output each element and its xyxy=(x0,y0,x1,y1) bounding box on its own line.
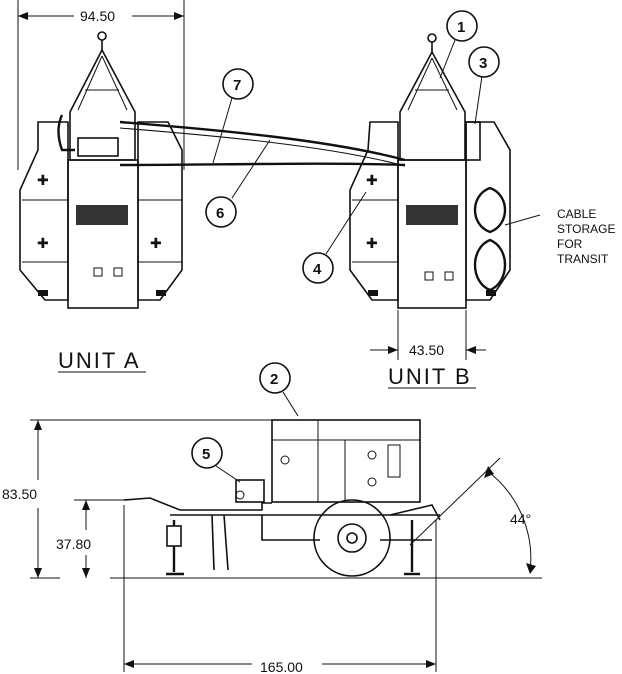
dim-angle: 44° xyxy=(510,511,531,527)
svg-text:✚: ✚ xyxy=(37,172,49,188)
svg-text:✚: ✚ xyxy=(150,235,162,251)
overall-length-dimension: 165.00 xyxy=(123,505,437,674)
dim-overall-height: 83.50 xyxy=(2,486,37,502)
callout-4: 4 xyxy=(302,191,367,284)
left-side-panel xyxy=(19,121,69,301)
svg-text:4: 4 xyxy=(313,261,322,278)
wheel xyxy=(313,499,391,577)
svg-text:2: 2 xyxy=(270,371,278,388)
vent-grill xyxy=(76,205,128,225)
dim-hitch-height: 37.80 xyxy=(56,536,91,552)
unit-b-width-dimension: 43.50 xyxy=(370,310,486,360)
note-line-3: FOR xyxy=(557,237,583,251)
side-view-trailer xyxy=(110,419,542,579)
cable-coil-lower xyxy=(473,238,507,292)
right-side-panel xyxy=(137,121,183,301)
callout-3: 3 xyxy=(468,46,500,125)
control-box xyxy=(77,137,119,157)
callout-2: 2 xyxy=(259,362,299,417)
cable-coil-upper xyxy=(473,186,507,234)
lifting-eye xyxy=(97,31,107,41)
svg-text:✚: ✚ xyxy=(366,172,378,188)
callout-7: 7 xyxy=(212,68,254,164)
unit-labels: UNIT A UNIT B xyxy=(58,348,476,389)
connecting-cables xyxy=(119,120,406,167)
dim-unit-b-width: 43.50 xyxy=(409,342,444,358)
note-line-2: STORAGE xyxy=(557,222,615,236)
note-line-4: TRANSIT xyxy=(557,252,609,266)
fuel-module xyxy=(235,479,265,503)
dim-overall-length: 165.00 xyxy=(260,659,303,674)
unit-b-front-view: ✚ ✚ xyxy=(349,33,511,309)
callout-6: 6 xyxy=(205,139,271,228)
svg-text:✚: ✚ xyxy=(366,235,378,251)
label-unit-a: UNIT A xyxy=(58,348,141,373)
unit-a-front-view: ✚ ✚ ✚ xyxy=(19,31,183,309)
svg-text:5: 5 xyxy=(202,446,210,463)
dim-unit-a-width: 94.50 xyxy=(80,8,115,24)
main-body xyxy=(67,159,139,309)
cable-storage-note: CABLE STORAGE FOR TRANSIT xyxy=(504,207,615,266)
svg-text:3: 3 xyxy=(479,55,487,72)
hitch-height-dimension: 37.80 xyxy=(56,499,124,578)
svg-text:✚: ✚ xyxy=(37,235,49,251)
generator-housing xyxy=(271,419,421,503)
note-line-1: CABLE xyxy=(557,207,596,221)
label-unit-b: UNIT B xyxy=(388,364,472,389)
lifting-eye-b xyxy=(427,33,437,43)
svg-text:7: 7 xyxy=(233,77,241,94)
unit-a-width-dimension: 94.50 xyxy=(17,0,185,170)
callout-1: 1 xyxy=(439,10,478,79)
svg-text:1: 1 xyxy=(457,19,465,36)
overall-height-dimension: 83.50 xyxy=(2,419,272,579)
drawbar xyxy=(123,497,272,511)
svg-text:6: 6 xyxy=(216,205,224,222)
departure-angle-dimension: 44° xyxy=(409,457,536,574)
callout-5: 5 xyxy=(191,437,241,483)
